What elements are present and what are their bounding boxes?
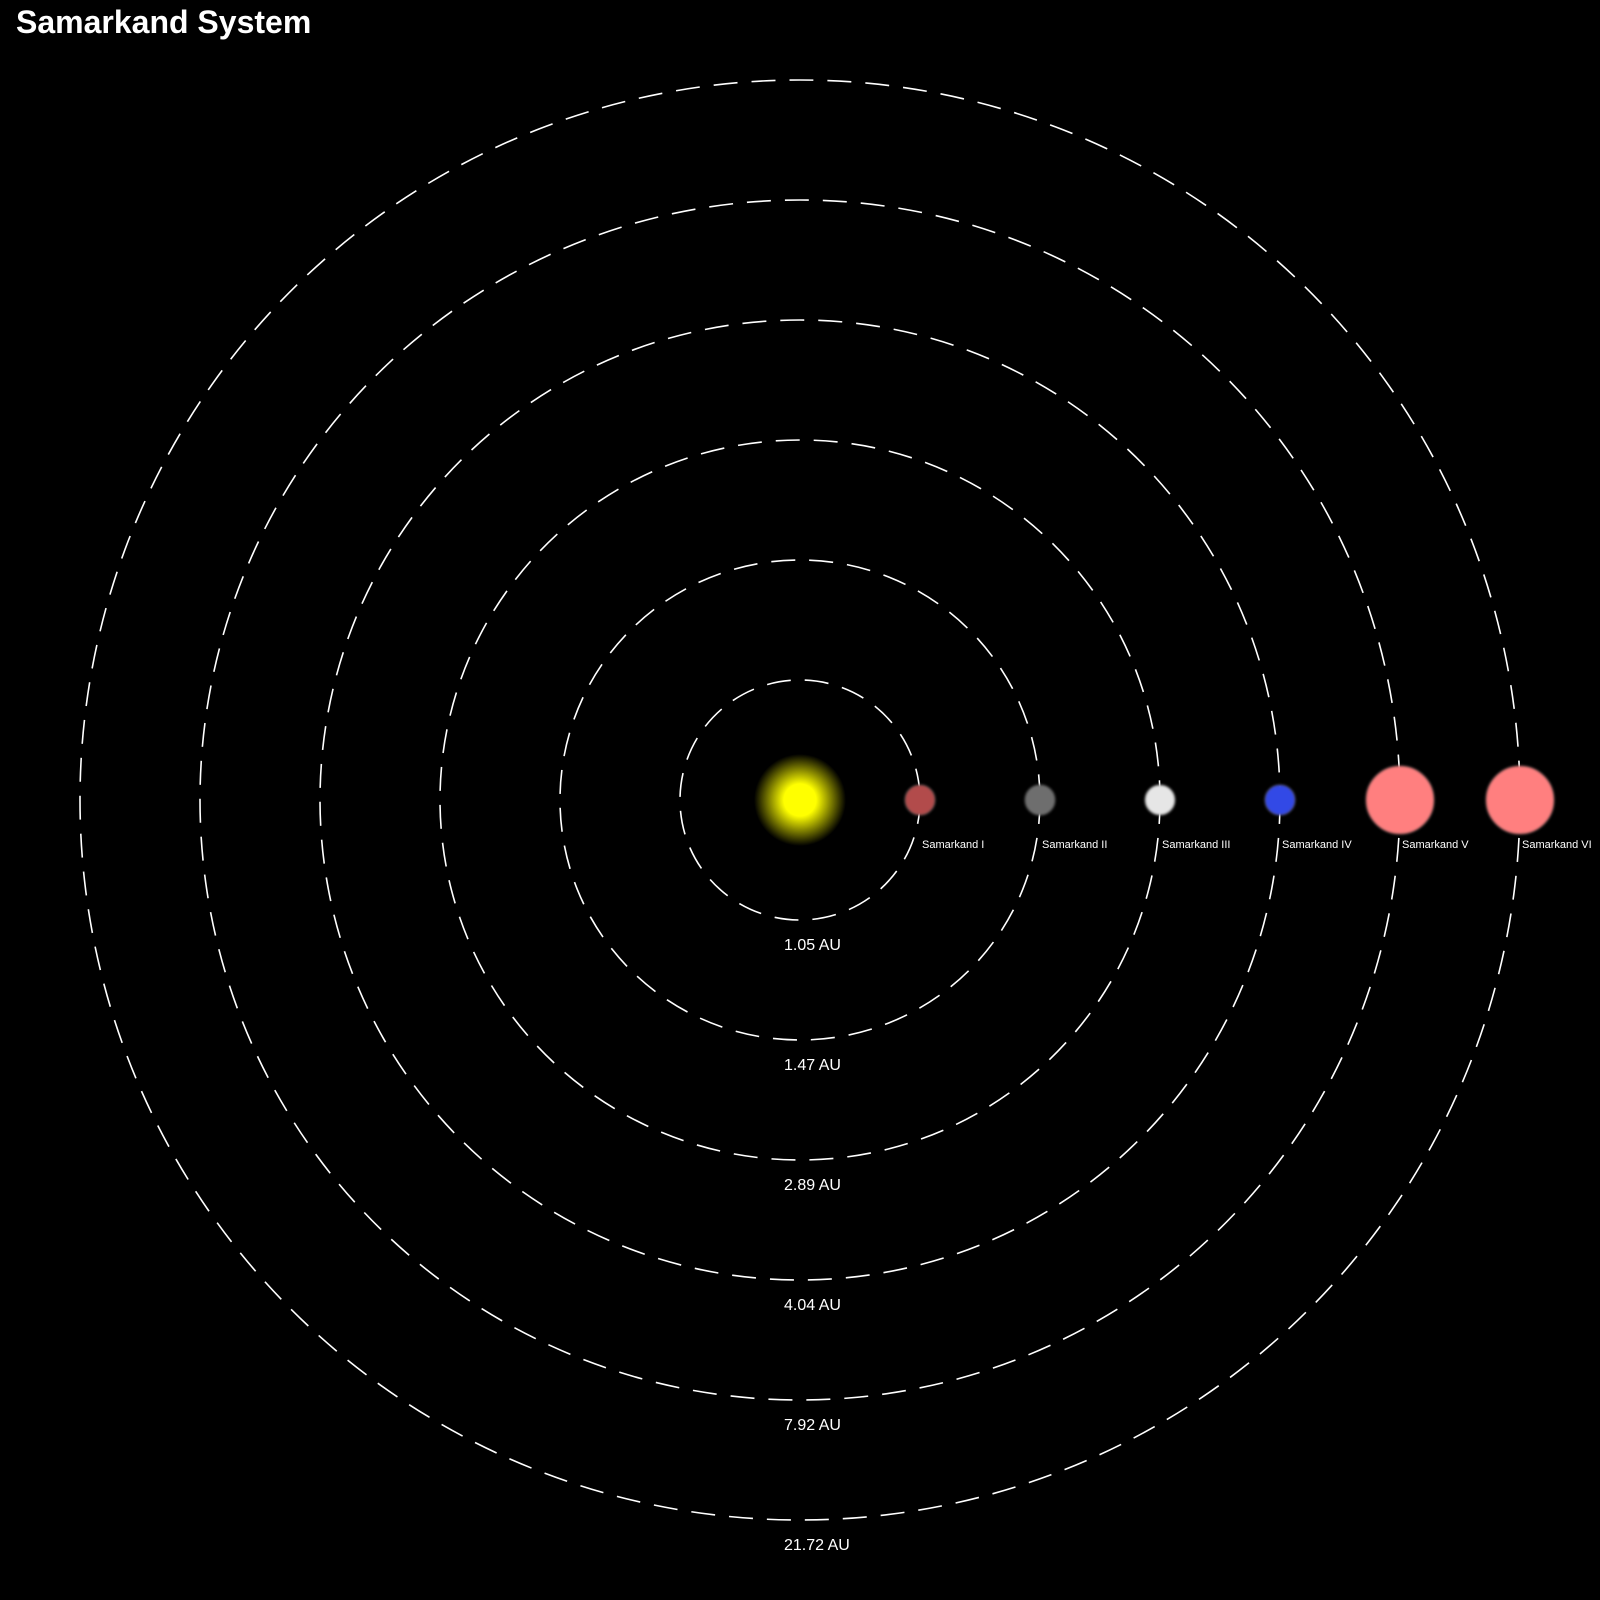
planet-5 (1365, 765, 1435, 835)
star (754, 754, 846, 846)
planet-label-6: Samarkand VI (1522, 839, 1592, 851)
planet-label-4: Samarkand IV (1282, 839, 1352, 851)
orbit-distance-label-6: 21.72 AU (784, 1537, 850, 1554)
planet-label-3: Samarkand III (1162, 839, 1230, 851)
planet-label-2: Samarkand II (1042, 839, 1107, 851)
planet-1 (904, 784, 936, 816)
orbit-distance-label-5: 7.92 AU (784, 1417, 841, 1434)
planet-label-5: Samarkand V (1402, 839, 1469, 851)
orbit-distance-label-3: 2.89 AU (784, 1177, 841, 1194)
orbit-distance-label-4: 4.04 AU (784, 1297, 841, 1314)
star-layer (754, 754, 846, 846)
planet-label-1: Samarkand I (922, 839, 984, 851)
orbit-distance-label-1: 1.05 AU (784, 937, 841, 954)
planet-3 (1144, 784, 1176, 816)
diagram-title: Samarkand System (16, 4, 312, 40)
orbit-distance-label-2: 1.47 AU (784, 1057, 841, 1074)
planet-4 (1264, 784, 1296, 816)
planet-2 (1024, 784, 1056, 816)
planets-layer: Samarkand I Samarkand II Samarkand III Sama… (904, 765, 1592, 851)
planet-6 (1485, 765, 1555, 835)
